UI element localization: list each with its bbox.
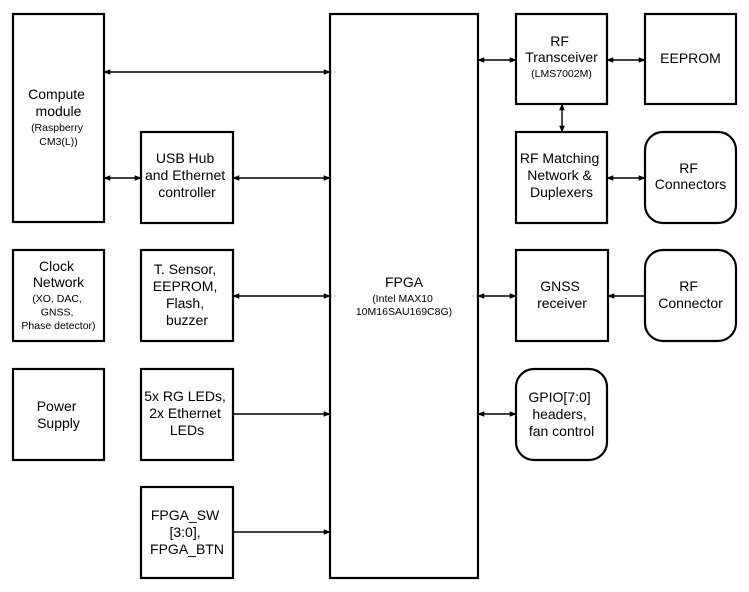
compute-module-block: Compute module (Raspberry CM3(L)): [11, 12, 106, 224]
gpio-label: GPIO[7:0] headers, fan control: [528, 389, 594, 439]
gnss-receiver-block: GNSS receiver: [514, 248, 610, 343]
rf-connectors-label: RF Connectors: [655, 160, 727, 192]
rf-transceiver-label: RF Transceiver: [525, 33, 598, 65]
gnss-receiver-label: GNSS receiver: [537, 278, 587, 311]
power-supply-block: Power Supply: [11, 367, 106, 462]
rf-connectors-block: RF Connectors: [643, 130, 738, 225]
rf-matching-label: RF Matching Network & Duplexers: [520, 150, 603, 200]
fpga-block: FPGA (Intel MAX10 10M16SAU169C8G): [328, 12, 480, 580]
usb-hub-block: USB Hub and Ethernet controller: [139, 130, 235, 225]
rf-matching-block: RF Matching Network & Duplexers: [514, 130, 609, 225]
gpio-block: GPIO[7:0] headers, fan control: [514, 367, 609, 462]
eeprom-block: EEPROM: [643, 12, 738, 106]
fpga-sw-block: FPGA_SW [3:0], FPGA_BTN: [139, 485, 235, 580]
clock-network-block: Clock Network (XO, DAC, GNSS, Phase dete…: [11, 248, 106, 343]
t-sensor-block: T. Sensor, EEPROM, Flash, buzzer: [139, 248, 235, 343]
clock-network-label: Clock Network: [33, 258, 85, 290]
leds-label: 5x RG LEDs, 2x Ethernet LEDs: [144, 388, 230, 438]
power-supply-label: Power Supply: [37, 398, 81, 431]
eeprom-label: EEPROM: [660, 50, 721, 66]
t-sensor-label: T. Sensor, EEPROM, Flash, buzzer: [153, 261, 221, 328]
usb-hub-label: USB Hub and Ethernet controller: [145, 150, 229, 200]
rf-transceiver-block: RF Transceiver (LMS7002M): [514, 12, 609, 106]
compute-module-sublabel: (Raspberry CM3(L)): [31, 122, 86, 148]
clock-network-sublabel: (XO, DAC, GNSS, Phase detector): [21, 293, 95, 332]
fpga-sw-label: FPGA_SW [3:0], FPGA_BTN: [150, 507, 224, 557]
leds-block: 5x RG LEDs, 2x Ethernet LEDs: [139, 367, 235, 462]
rf-connector-block: RF Connector: [643, 248, 738, 343]
fpga-sublabel: (Intel MAX10 10M16SAU169C8G): [356, 293, 452, 318]
rf-connector-label: RF Connector: [658, 278, 723, 311]
fpga-label: FPGA: [385, 274, 424, 290]
connectors: [103, 57, 646, 535]
compute-module-label: Compute module: [28, 86, 89, 119]
rf-transceiver-sublabel: (LMS7002M): [531, 68, 592, 80]
